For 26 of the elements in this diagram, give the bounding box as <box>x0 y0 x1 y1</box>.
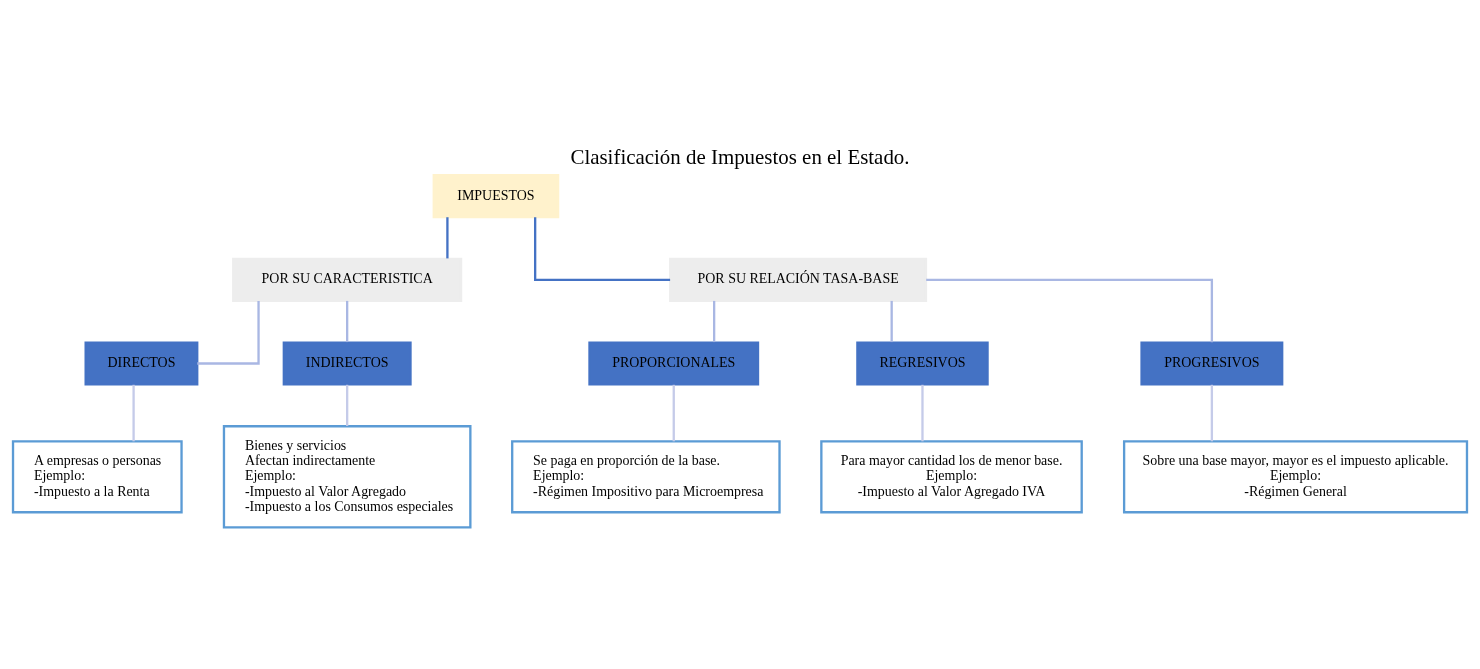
node-box: IMPUESTOS <box>432 173 560 218</box>
node-box: DIRECTOS <box>84 340 199 386</box>
node-box: PROGRESIVOS <box>1140 340 1284 386</box>
connector <box>132 384 135 441</box>
node-box: Sobre una base mayor, mayor es el impuesto aplicable. Ejemplo: -Régimen General <box>1122 439 1469 513</box>
connector <box>346 384 349 426</box>
node-box: INDIRECTOS <box>282 340 412 386</box>
node-box: REGRESIVOS <box>856 340 989 386</box>
connector <box>672 384 675 441</box>
node-box: Se paga en proporción de la base. Ejemplo: -Régimen Impositivo para Microempresa <box>511 439 781 513</box>
connector <box>346 300 349 342</box>
node-box: POR SU CARACTERISTICA <box>232 257 463 302</box>
connector <box>446 216 449 258</box>
node-box: Bienes y servicios Afectan indirectamente Ejemplo: -Impuesto al Valor Agregado -Impuesto a los Consumos especiales <box>222 424 472 528</box>
connector <box>197 300 260 365</box>
connector <box>534 216 671 281</box>
connector <box>890 300 893 342</box>
connector <box>921 384 924 441</box>
node-box: Para mayor cantidad los de menor base. Ejemplo: -Impuesto al Valor Agregado IVA <box>820 439 1083 513</box>
node-box: A empresas o personas Ejemplo: -Impuesto a la Renta <box>11 439 183 513</box>
connector <box>926 278 1214 342</box>
connector <box>1210 384 1214 441</box>
node-box: PROPORCIONALES <box>588 340 760 386</box>
node-box: POR SU RELACIÓN TASA-BASE <box>669 257 928 302</box>
diagram-title: Clasificación de Impuestos en el Estado. <box>570 144 910 169</box>
connector <box>713 300 716 342</box>
